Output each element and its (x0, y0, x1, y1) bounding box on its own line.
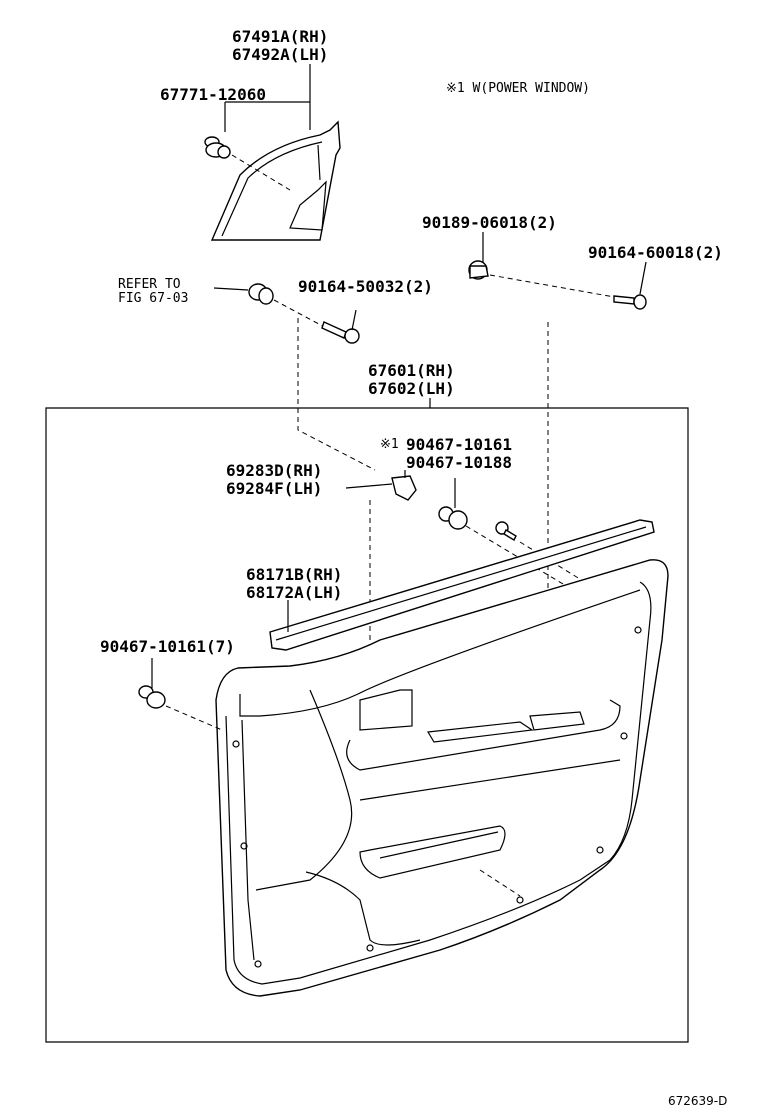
label-molding-rh: 67491A(RH) (232, 27, 329, 46)
weatherstrip-part (269, 519, 655, 651)
upper-molding-part (210, 120, 341, 241)
label-cover-rh: 69283D(RH) (226, 461, 323, 480)
figure-code: 672639-D (668, 1094, 728, 1108)
label-screw-90164-60018: 90164-60018(2) (588, 243, 723, 262)
cover-69283d-part (391, 475, 417, 501)
label-refer-fig: FIG 67-03 (118, 291, 189, 306)
label-clip-90467-10161-7: 90467-10161(7) (100, 637, 235, 656)
label-clip-90467-10161: 90467-10161 (406, 435, 512, 454)
clip-10161-part (438, 506, 468, 530)
label-panel-lh: 67602(LH) (368, 379, 455, 398)
label-cover-lh: 69284F(LH) (226, 479, 323, 498)
label-weatherstrip-lh: 68172A(LH) (246, 583, 343, 602)
refer-clip-part (248, 283, 274, 305)
label-clip-90467-10188: 90467-10188 (406, 453, 512, 472)
label-refer-to: REFER TO (118, 277, 181, 292)
clip-10161-7-part (138, 685, 166, 709)
label-screw-90164-50032: 90164-50032(2) (298, 277, 433, 296)
door-panel-part (215, 559, 669, 997)
label-screw-90189: 90189-06018(2) (422, 213, 557, 232)
screw-60018-part (613, 294, 647, 310)
label-weatherstrip-rh: 68171B(RH) (246, 565, 343, 584)
assembly-frame (45, 407, 689, 1043)
label-panel-rh: 67601(RH) (368, 361, 455, 380)
clip-67771-part (204, 136, 231, 159)
screw-06018-part (468, 260, 489, 280)
leader-molding (224, 64, 311, 132)
label-molding-lh: 67492A(LH) (232, 45, 329, 64)
label-clip-67771: 67771-12060 (160, 85, 266, 104)
label-clip-note-mark: ※1 (380, 437, 399, 452)
label-power-window-note: ※1 W(POWER WINDOW) (446, 81, 590, 96)
clip-10188-part (495, 521, 517, 541)
